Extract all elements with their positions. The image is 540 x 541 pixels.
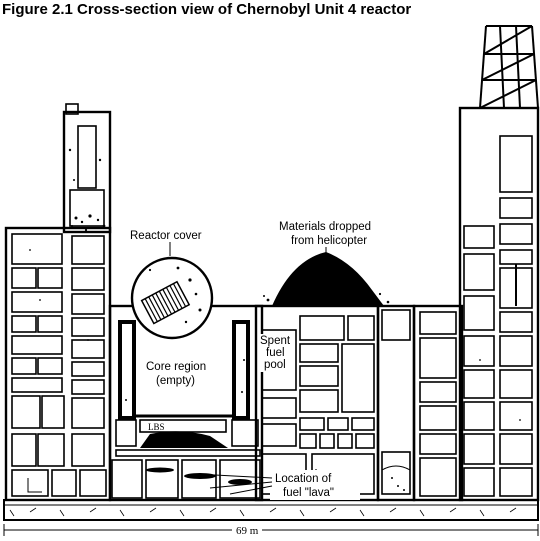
fuel-lava-pointers xyxy=(195,473,273,495)
spent-fuel-pool-label-line1: Spent xyxy=(260,335,291,347)
figure-title: Figure 2.1 Cross-section view of Chernob… xyxy=(2,1,411,18)
reactor-cover-label: Reactor cover xyxy=(130,230,202,242)
reactor-cover xyxy=(130,256,214,340)
right-building xyxy=(412,106,540,502)
fuel-lava-label-line1: Location of xyxy=(275,473,332,485)
rubble-left xyxy=(68,148,106,232)
helicopter-materials-heap xyxy=(263,252,390,306)
left-building xyxy=(4,103,112,502)
ventilation-stack-lattice xyxy=(479,25,539,109)
materials-label-line1: Materials dropped xyxy=(279,221,371,233)
fuel-lava-label-line2: fuel "lava" xyxy=(283,487,334,499)
debris-speckles xyxy=(29,249,521,491)
reactor-hall: LBS xyxy=(108,304,264,502)
spent-fuel-pool-label-line3: pool xyxy=(264,359,286,371)
scale-label: 69 m xyxy=(236,525,259,537)
spent-fuel-pool-label-line2: fuel xyxy=(266,347,285,359)
lbs-label: LBS xyxy=(148,422,165,432)
core-region-label-line2: (empty) xyxy=(156,375,195,387)
connector-building xyxy=(376,304,416,502)
materials-label-line2: from helicopter xyxy=(291,235,367,247)
ground-foundation xyxy=(3,499,539,521)
scale-bar: 69 m xyxy=(3,523,539,537)
core-region-label-line1: Core region xyxy=(146,361,206,373)
